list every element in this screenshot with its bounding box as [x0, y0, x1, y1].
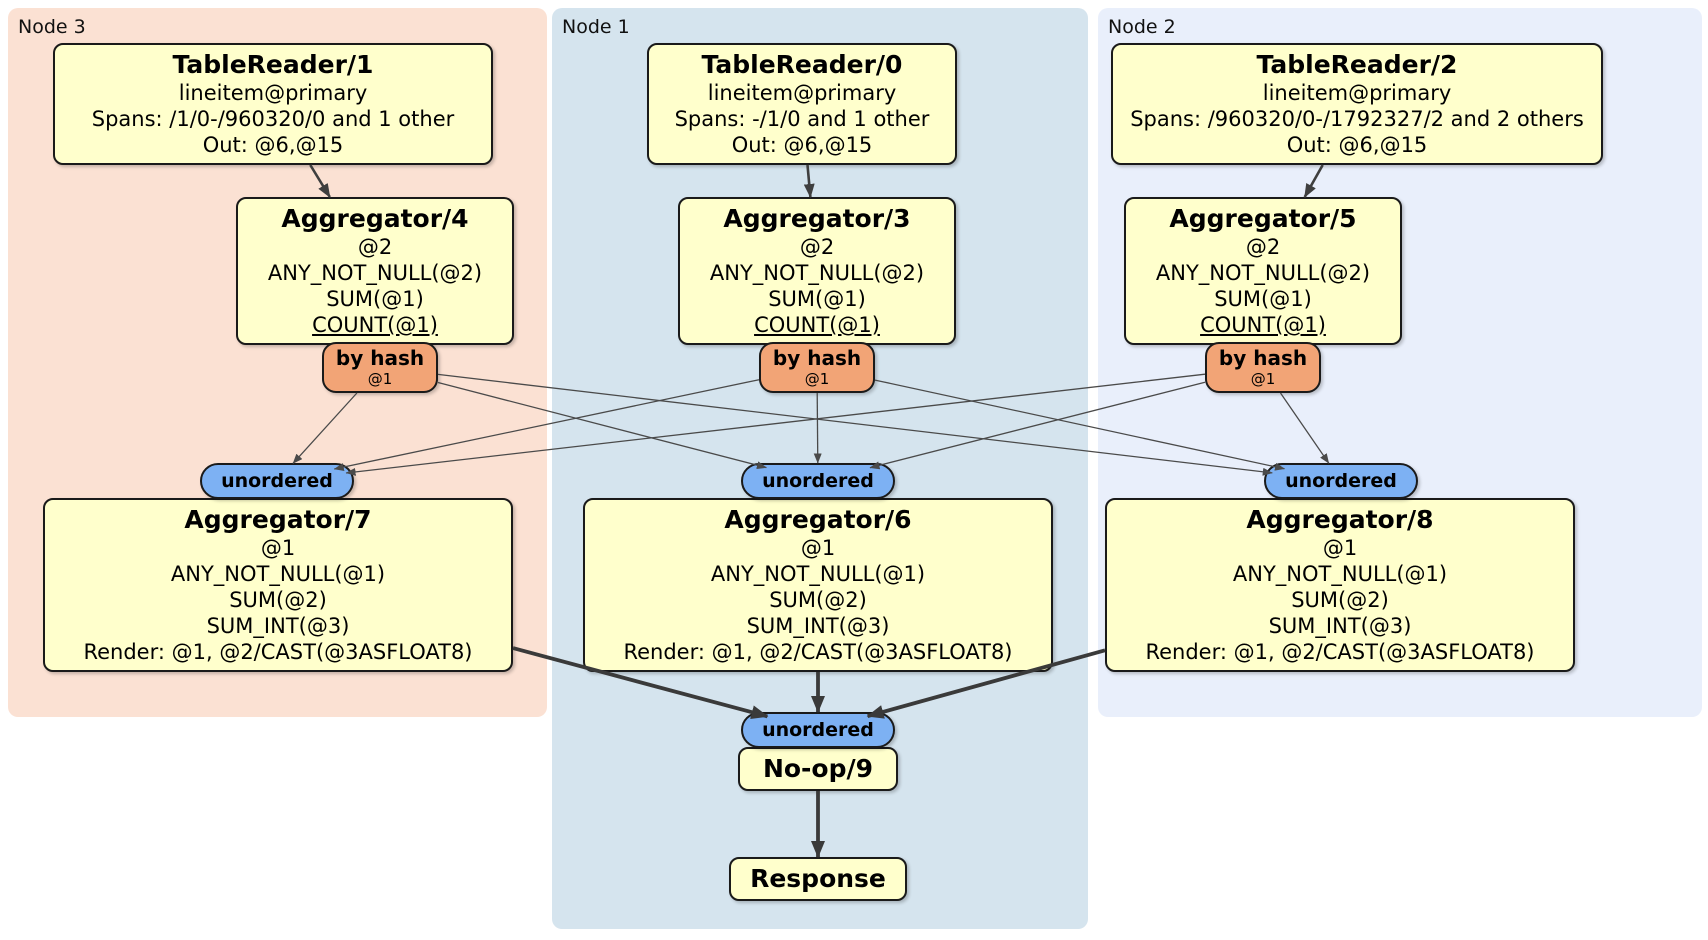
processor-detail: ANY_NOT_NULL(@2): [709, 261, 925, 285]
processor-detail: ANY_NOT_NULL(@2): [267, 261, 483, 285]
processor-title: TableReader/0: [701, 50, 903, 79]
sync-label: unordered: [221, 470, 333, 492]
processor-title: No-op/9: [762, 754, 874, 783]
processor-detail: SUM(@1): [326, 287, 424, 311]
processor-title: Aggregator/6: [724, 505, 912, 534]
processor-aggregator-6: Aggregator/6 @1 ANY_NOT_NULL(@1) SUM(@2)…: [583, 498, 1053, 672]
processor-title: Aggregator/5: [1169, 204, 1357, 233]
router-label: by hash: [772, 346, 862, 370]
node-group-label: Node 2: [1108, 16, 1176, 38]
router-detail: @1: [804, 370, 830, 388]
node-group-label: Node 1: [562, 16, 630, 38]
processor-response: Response: [729, 857, 907, 901]
processor-detail: @2: [357, 235, 393, 259]
sync-unordered-node2: unordered: [1264, 463, 1418, 499]
processor-detail: Render: @1, @2/CAST(@3ASFLOAT8): [83, 640, 473, 664]
sync-label: unordered: [762, 470, 874, 492]
processor-title: Aggregator/3: [723, 204, 911, 233]
processor-detail: @1: [1322, 536, 1358, 560]
processor-detail: Spans: /1/0-/960320/0 and 1 other: [91, 107, 455, 131]
processor-detail: ANY_NOT_NULL(@1): [710, 562, 926, 586]
processor-detail: @1: [260, 536, 296, 560]
router-detail: @1: [1250, 370, 1276, 388]
processor-detail: @2: [1245, 235, 1281, 259]
processor-tablereader-2: TableReader/2 lineitem@primary Spans: /9…: [1111, 43, 1603, 165]
processor-title: Aggregator/8: [1246, 505, 1434, 534]
processor-detail: SUM(@2): [229, 588, 327, 612]
processor-detail: SUM_INT(@3): [206, 614, 350, 638]
processor-detail: COUNT(@1): [754, 313, 880, 337]
router-by-hash-node3: by hash @1: [322, 342, 438, 393]
processor-detail: Out: @6,@15: [202, 133, 344, 157]
processor-title: Aggregator/4: [281, 204, 469, 233]
router-label: by hash: [1218, 346, 1308, 370]
processor-detail: COUNT(@1): [312, 313, 438, 337]
processor-detail: Spans: -/1/0 and 1 other: [674, 107, 930, 131]
processor-detail: ANY_NOT_NULL(@1): [170, 562, 386, 586]
processor-detail: lineitem@primary: [178, 81, 368, 105]
processor-title: Response: [750, 864, 886, 893]
processor-aggregator-3: Aggregator/3 @2 ANY_NOT_NULL(@2) SUM(@1)…: [678, 197, 956, 345]
processor-detail: Out: @6,@15: [1286, 133, 1428, 157]
processor-detail: @1: [800, 536, 836, 560]
sync-label: unordered: [762, 719, 874, 741]
processor-detail: SUM_INT(@3): [746, 614, 890, 638]
processor-detail: lineitem@primary: [1262, 81, 1452, 105]
processor-detail: SUM(@1): [1214, 287, 1312, 311]
processor-tablereader-1: TableReader/1 lineitem@primary Spans: /1…: [53, 43, 493, 165]
processor-title: Aggregator/7: [184, 505, 372, 534]
router-by-hash-node2: by hash @1: [1205, 342, 1321, 393]
processor-aggregator-7: Aggregator/7 @1 ANY_NOT_NULL(@1) SUM(@2)…: [43, 498, 513, 672]
sync-unordered-final: unordered: [741, 712, 895, 748]
processor-detail: Render: @1, @2/CAST(@3ASFLOAT8): [623, 640, 1013, 664]
router-detail: @1: [367, 370, 393, 388]
processor-detail: SUM(@2): [1291, 588, 1389, 612]
processor-detail: lineitem@primary: [707, 81, 897, 105]
processor-title: TableReader/1: [172, 50, 374, 79]
router-by-hash-node1: by hash @1: [759, 342, 875, 393]
router-label: by hash: [335, 346, 425, 370]
processor-noop-9: No-op/9: [738, 747, 898, 791]
processor-detail: COUNT(@1): [1200, 313, 1326, 337]
processor-aggregator-4: Aggregator/4 @2 ANY_NOT_NULL(@2) SUM(@1)…: [236, 197, 514, 345]
processor-detail: Render: @1, @2/CAST(@3ASFLOAT8): [1145, 640, 1535, 664]
processor-detail: SUM(@1): [768, 287, 866, 311]
processor-aggregator-8: Aggregator/8 @1 ANY_NOT_NULL(@1) SUM(@2)…: [1105, 498, 1575, 672]
processor-title: TableReader/2: [1256, 50, 1458, 79]
processor-detail: ANY_NOT_NULL(@2): [1155, 261, 1371, 285]
sync-unordered-node3: unordered: [200, 463, 354, 499]
processor-detail: @2: [799, 235, 835, 259]
processor-detail: ANY_NOT_NULL(@1): [1232, 562, 1448, 586]
processor-aggregator-5: Aggregator/5 @2 ANY_NOT_NULL(@2) SUM(@1)…: [1124, 197, 1402, 345]
processor-detail: SUM(@2): [769, 588, 867, 612]
processor-detail: SUM_INT(@3): [1268, 614, 1412, 638]
processor-detail: Out: @6,@15: [731, 133, 873, 157]
processor-detail: Spans: /960320/0-/1792327/2 and 2 others: [1130, 107, 1584, 131]
processor-tablereader-0: TableReader/0 lineitem@primary Spans: -/…: [647, 43, 957, 165]
sync-label: unordered: [1285, 470, 1397, 492]
node-group-label: Node 3: [18, 16, 86, 38]
sync-unordered-node1: unordered: [741, 463, 895, 499]
